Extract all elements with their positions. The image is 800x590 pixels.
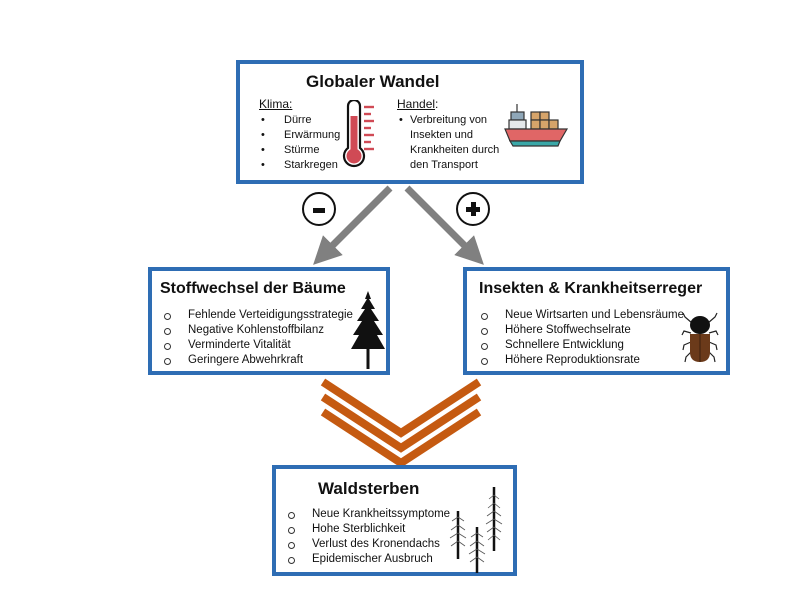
forest-dieback-item: Verlust des Kronendachs xyxy=(286,537,450,552)
thermometer-icon xyxy=(342,100,374,168)
insects-pathogens-item: Neue Wirtsarten und Lebensräume xyxy=(479,308,684,323)
handel-label: Handel: xyxy=(397,97,438,111)
handel-list: Verbreitung von Insekten und Krankheiten… xyxy=(398,113,499,173)
negative-effect-sign xyxy=(302,192,336,226)
handel-label-text: Handel xyxy=(397,97,436,111)
insects-pathogens-box: Insekten & Krankheitserreger Neue Wirtsa… xyxy=(463,267,730,375)
conifer-tree-icon xyxy=(351,291,385,369)
forest-dieback-box: Waldsterben Neue Krankheitssymptome Hohe… xyxy=(272,465,517,576)
chevron-2 xyxy=(320,393,482,453)
klima-item: Starkregen xyxy=(260,158,340,173)
merge-chevrons xyxy=(320,378,482,468)
insects-pathogens-list: Neue Wirtsarten und Lebensräume Höhere S… xyxy=(479,308,684,368)
forest-dieback-item: Hohe Sterblichkeit xyxy=(286,522,450,537)
klima-item: Stürme xyxy=(260,143,340,158)
insects-pathogens-item: Schnellere Entwicklung xyxy=(479,338,684,353)
insects-pathogens-title: Insekten & Krankheitserreger xyxy=(479,280,703,297)
bark-beetle-icon xyxy=(681,312,719,363)
handel-item: Verbreitung von xyxy=(398,113,499,128)
klima-list: Dürre Erwärmung Stürme Starkregen xyxy=(260,113,340,173)
tree-metabolism-box: Stoffwechsel der Bäume Fehlende Verteidi… xyxy=(148,267,390,375)
dead-trees-icon xyxy=(449,487,503,573)
handel-item-cont: Krankheiten durch xyxy=(410,144,500,156)
arrow-to-metabolism xyxy=(313,185,393,265)
tree-metabolism-item: Fehlende Verteidigungsstrategie xyxy=(162,308,353,323)
tree-metabolism-item: Verminderte Vitalität xyxy=(162,338,353,353)
klima-item: Dürre xyxy=(260,113,340,128)
klima-item: Erwärmung xyxy=(260,128,340,143)
chevron-3 xyxy=(320,408,482,468)
handel-label-colon: : xyxy=(435,97,439,111)
forest-dieback-list: Neue Krankheitssymptome Hohe Sterblichke… xyxy=(286,507,450,567)
insects-pathogens-item: Höhere Stoffwechselrate xyxy=(479,323,684,338)
chevron-1 xyxy=(320,378,482,438)
tree-metabolism-item: Geringere Abwehrkraft xyxy=(162,353,353,368)
tree-metabolism-list: Fehlende Verteidigungsstrategie Negative… xyxy=(162,308,353,368)
global-change-box: Globaler Wandel Klima: Dürre Erwärmung S… xyxy=(236,60,584,184)
forest-dieback-item: Epidemischer Ausbruch xyxy=(286,552,450,567)
cargo-ship-icon xyxy=(504,104,569,147)
positive-effect-sign xyxy=(456,192,490,226)
tree-metabolism-item: Negative Kohlenstoffbilanz xyxy=(162,323,353,338)
global-change-title: Globaler Wandel xyxy=(306,72,440,91)
arrow-to-insects xyxy=(404,185,484,265)
klima-label: Klima: xyxy=(259,97,293,111)
forest-dieback-title: Waldsterben xyxy=(318,479,420,498)
handel-item-cont: den Transport xyxy=(410,159,478,171)
tree-metabolism-title: Stoffwechsel der Bäume xyxy=(160,280,346,297)
insects-pathogens-item: Höhere Reproduktionsrate xyxy=(479,353,684,368)
forest-dieback-item: Neue Krankheitssymptome xyxy=(286,507,450,522)
handel-item-cont: Insekten und xyxy=(410,129,473,141)
